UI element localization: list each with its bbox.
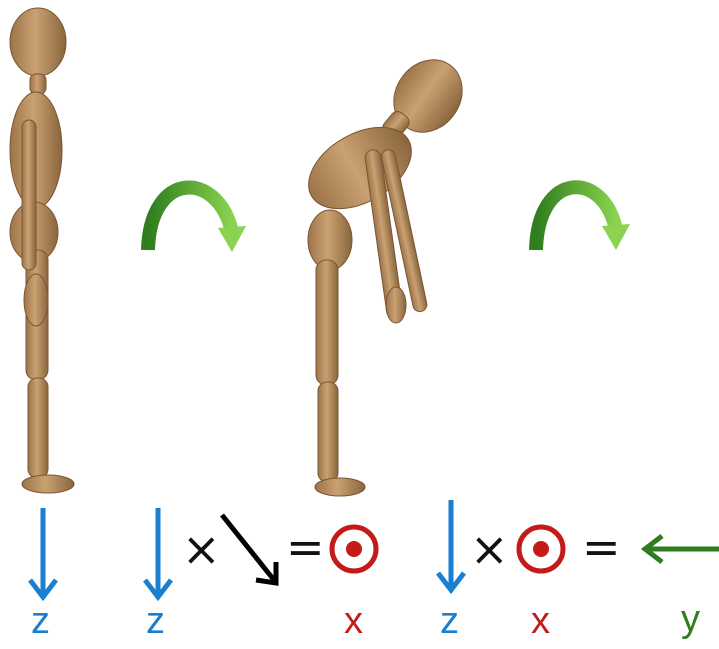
z-axis-label: z bbox=[440, 602, 459, 640]
y-axis-arrow bbox=[645, 536, 719, 562]
cross-operator: × bbox=[182, 526, 221, 572]
z-axis-arrow bbox=[30, 508, 56, 597]
cross-operator: × bbox=[470, 526, 509, 572]
bending-figure-icon bbox=[295, 47, 477, 496]
x-axis-label: x bbox=[531, 602, 550, 640]
out-of-page-vector-icon bbox=[519, 527, 563, 571]
z-axis-arrow bbox=[145, 508, 171, 597]
z-axis-label: z bbox=[146, 602, 165, 640]
z-axis-arrow bbox=[438, 500, 464, 590]
y-axis-label: y bbox=[681, 600, 700, 638]
torso-direction-arrow bbox=[222, 515, 276, 583]
standing-figure-icon bbox=[10, 8, 74, 493]
equals-operator: = bbox=[582, 524, 621, 570]
x-axis-label: x bbox=[344, 602, 363, 640]
z-axis-label: z bbox=[31, 602, 50, 640]
rotation-arrow-icon bbox=[536, 187, 630, 250]
equals-operator: = bbox=[286, 524, 325, 570]
rotation-arrow-icon bbox=[148, 188, 246, 252]
out-of-page-vector-icon bbox=[332, 527, 376, 571]
